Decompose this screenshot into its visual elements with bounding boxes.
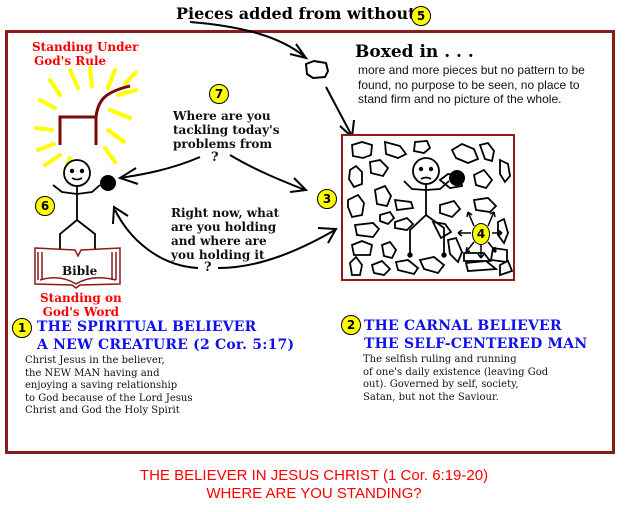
caption-under-gods-rule: Standing Under God's Rule [32,40,139,68]
badge-4: 4 [472,223,490,245]
held-ball-left [100,175,116,191]
held-ball-right [449,170,465,186]
caption-on-gods-word: Standing on God's Word [40,291,122,319]
boxed-in-title: Boxed in . . . [355,42,474,62]
badge-3: 3 [317,189,337,209]
badge-6: 6 [35,196,55,216]
footer-caption: THE BELIEVER IN JESUS CHRIST (1 Cor. 6:1… [0,467,628,503]
bible-icon [34,247,121,289]
question-holding: Right now, what are you holding and wher… [171,206,280,262]
boxed-in-description: more and more pieces but no pattern to b… [358,63,585,106]
diagram-frame [5,30,615,454]
badge-5: 5 [411,6,431,26]
arrow-question-to-box [229,154,309,193]
glory-rays-icon [34,66,138,178]
throne-icon [58,84,131,145]
arrow-question2-to-left [112,205,199,269]
carnal-believer-description: The selfish ruling and running of one's … [363,354,549,403]
spiritual-believer-description: Christ Jesus in the believer, the NEW MA… [25,355,193,416]
title-text: Pieces added from without [176,4,416,23]
arrow-question-to-left-ball [117,156,201,185]
footer-line-1: THE BELIEVER IN JESUS CHRIST (1 Cor. 6:1… [139,467,489,484]
falling-piece-icon [304,59,330,80]
badge-2: 2 [341,315,361,335]
spiritual-believer-figure [52,159,101,265]
bible-label: Bible [62,264,98,278]
badge-7: 7 [209,84,229,104]
arrow-piece-to-box [325,86,355,140]
badge-1: 1 [12,318,32,338]
diagram-title: Pieces added from without [176,4,416,23]
spiritual-believer-title: THE SPIRITUAL BELIEVER A NEW CREATURE (2… [37,319,295,353]
footer-line-2: WHERE ARE YOU STANDING? [206,485,422,502]
arrow-question2-to-box [217,227,338,269]
carnal-believer-title: THE CARNAL BELIEVER THE SELF-CENTERED MA… [364,318,588,352]
question-tackling: Where are you tackling today's problems … [173,109,280,151]
question-mark-bottom: ? [204,260,212,275]
scatter-arrows [457,211,503,259]
question-mark-top: ? [211,150,219,165]
arrow-title-to-piece [189,21,309,60]
carnal-believer-figure [403,157,450,258]
